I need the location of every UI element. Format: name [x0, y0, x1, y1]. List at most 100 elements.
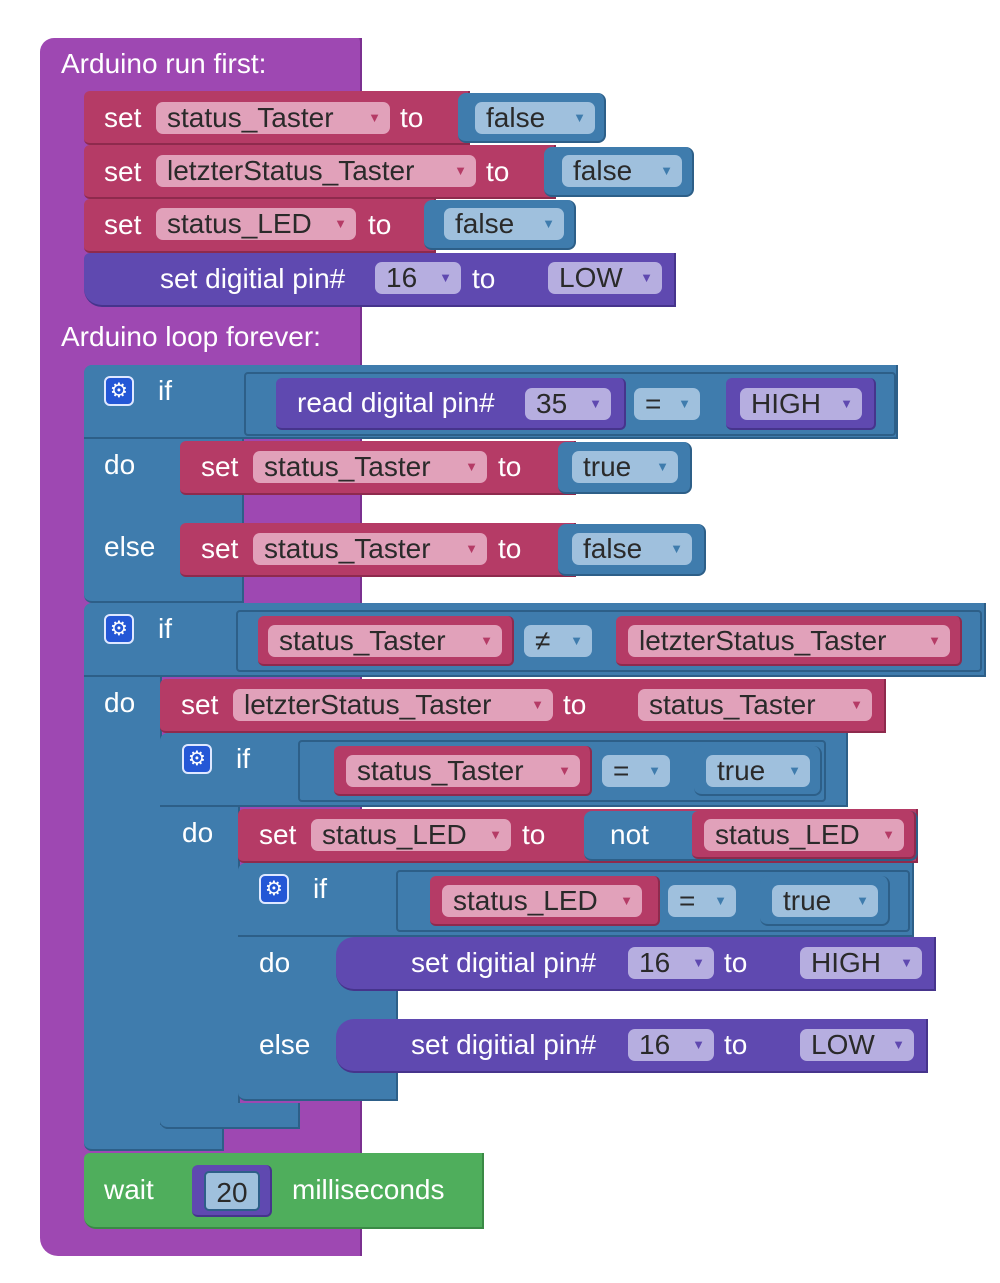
- dropdown-arrow-icon: ▼: [480, 633, 493, 648]
- boolean-dropdown[interactable]: false▼: [475, 102, 595, 134]
- operator-dropdown[interactable]: =▼: [602, 755, 670, 787]
- dropdown-arrow-icon: ▼: [856, 893, 869, 908]
- variable-dropdown[interactable]: letzterStatus_Taster▼: [628, 625, 950, 657]
- dropdown-arrow-icon: ▼: [900, 955, 913, 970]
- loop-header: Arduino loop forever:: [61, 321, 321, 352]
- operator-dropdown[interactable]: ≠▼: [524, 625, 592, 657]
- to-keyword: to: [498, 451, 522, 482]
- do-keyword: do: [104, 687, 136, 718]
- variable-dropdown[interactable]: status_LED▼: [704, 819, 904, 851]
- dropdown-arrow-icon: ▼: [465, 541, 478, 556]
- dropdown-arrow-icon: ▼: [928, 633, 941, 648]
- dropdown-arrow-icon: ▼: [542, 216, 555, 231]
- dropdown-arrow-icon: ▼: [465, 459, 478, 474]
- if-keyword: if: [158, 613, 172, 644]
- dropdown-arrow-icon: ▼: [640, 270, 653, 285]
- variable-dropdown[interactable]: letzterStatus_Taster▼: [233, 689, 553, 721]
- variable-dropdown[interactable]: status_Taster▼: [638, 689, 872, 721]
- to-keyword: to: [368, 209, 392, 240]
- boolean-dropdown[interactable]: true▼: [706, 755, 810, 787]
- dropdown-arrow-icon: ▼: [660, 163, 673, 178]
- variable-dropdown[interactable]: status_LED▼: [156, 208, 356, 240]
- dropdown-arrow-icon: ▼: [531, 697, 544, 712]
- do-keyword: do: [104, 449, 136, 480]
- pin-dropdown[interactable]: 16▼: [628, 947, 714, 979]
- if-keyword: if: [313, 873, 327, 904]
- set-digital-pin-label: set digitial pin#: [411, 947, 597, 978]
- do-keyword: do: [182, 817, 214, 848]
- to-keyword: to: [472, 263, 496, 294]
- dropdown-arrow-icon: ▼: [678, 396, 691, 411]
- variable-dropdown[interactable]: status_Taster▼: [156, 102, 390, 134]
- to-keyword: to: [724, 1029, 748, 1060]
- set-keyword: set: [104, 156, 142, 187]
- dropdown-arrow-icon: ▼: [714, 893, 727, 908]
- dropdown-arrow-icon: ▼: [788, 763, 801, 778]
- wait-block[interactable]: [84, 1153, 484, 1229]
- boolean-dropdown[interactable]: false▼: [572, 533, 692, 565]
- operator-dropdown[interactable]: =▼: [668, 885, 736, 917]
- gear-icon[interactable]: ⚙: [104, 614, 134, 644]
- boolean-dropdown[interactable]: true▼: [572, 451, 678, 483]
- variable-dropdown[interactable]: status_Taster▼: [253, 451, 487, 483]
- dropdown-arrow-icon: ▼: [489, 827, 502, 842]
- if-keyword: if: [158, 375, 172, 406]
- to-keyword: to: [522, 819, 546, 850]
- operator-dropdown[interactable]: =▼: [634, 388, 700, 420]
- pin-state-dropdown[interactable]: HIGH▼: [800, 947, 922, 979]
- variable-dropdown[interactable]: status_LED▼: [311, 819, 511, 851]
- dropdown-arrow-icon: ▼: [589, 396, 602, 411]
- if-keyword: if: [236, 743, 250, 774]
- set-keyword: set: [181, 689, 219, 720]
- variable-dropdown[interactable]: status_Taster▼: [253, 533, 487, 565]
- setup-header-strip: [40, 38, 362, 88]
- set-keyword: set: [104, 102, 142, 133]
- variable-dropdown[interactable]: status_Taster▼: [346, 755, 580, 787]
- wait-keyword: wait: [104, 1174, 154, 1205]
- if-block-bottom: [84, 1125, 224, 1151]
- pin-state-dropdown[interactable]: LOW▼: [800, 1029, 914, 1061]
- pin-dropdown[interactable]: 16▼: [628, 1029, 714, 1061]
- to-keyword: to: [400, 102, 424, 133]
- pin-dropdown[interactable]: 16▼: [375, 262, 461, 294]
- gear-icon[interactable]: ⚙: [182, 744, 212, 774]
- milliseconds-label: milliseconds: [292, 1174, 445, 1205]
- set-keyword: set: [201, 533, 239, 564]
- dropdown-arrow-icon: ▼: [882, 827, 895, 842]
- if-block-bottom: [160, 1103, 300, 1129]
- pin-state-dropdown[interactable]: HIGH▼: [740, 388, 862, 420]
- variable-dropdown[interactable]: letzterStatus_Taster▼: [156, 155, 476, 187]
- to-keyword: to: [724, 947, 748, 978]
- variable-dropdown[interactable]: status_Taster▼: [268, 625, 502, 657]
- set-digital-pin-label: set digitial pin#: [160, 263, 346, 294]
- dropdown-arrow-icon: ▼: [620, 893, 633, 908]
- pin-state-dropdown[interactable]: LOW▼: [548, 262, 662, 294]
- boolean-dropdown[interactable]: false▼: [562, 155, 682, 187]
- dropdown-arrow-icon: ▼: [368, 110, 381, 125]
- dropdown-arrow-icon: ▼: [558, 763, 571, 778]
- variable-dropdown[interactable]: status_LED▼: [442, 885, 642, 917]
- set-keyword: set: [259, 819, 297, 850]
- gear-icon[interactable]: ⚙: [259, 874, 289, 904]
- else-keyword: else: [104, 531, 156, 562]
- dropdown-arrow-icon: ▼: [892, 1037, 905, 1052]
- read-digital-pin-label: read digital pin#: [297, 387, 495, 418]
- boolean-dropdown[interactable]: true▼: [772, 885, 878, 917]
- dropdown-arrow-icon: ▼: [334, 216, 347, 231]
- pin-dropdown[interactable]: 35▼: [525, 388, 611, 420]
- do-keyword: do: [259, 947, 291, 978]
- dropdown-arrow-icon: ▼: [692, 1037, 705, 1052]
- gear-icon[interactable]: ⚙: [104, 376, 134, 406]
- set-keyword: set: [104, 209, 142, 240]
- to-keyword: to: [563, 689, 587, 720]
- dropdown-arrow-icon: ▼: [454, 163, 467, 178]
- dropdown-arrow-icon: ▼: [840, 396, 853, 411]
- to-keyword: to: [498, 533, 522, 564]
- dropdown-arrow-icon: ▼: [850, 697, 863, 712]
- dropdown-arrow-icon: ▼: [439, 270, 452, 285]
- wait-value-input[interactable]: 20: [204, 1171, 260, 1211]
- set-digital-pin-label: set digitial pin#: [411, 1029, 597, 1060]
- not-keyword: not: [610, 819, 649, 850]
- setup-header: Arduino run first:: [61, 48, 267, 79]
- boolean-dropdown[interactable]: false▼: [444, 208, 564, 240]
